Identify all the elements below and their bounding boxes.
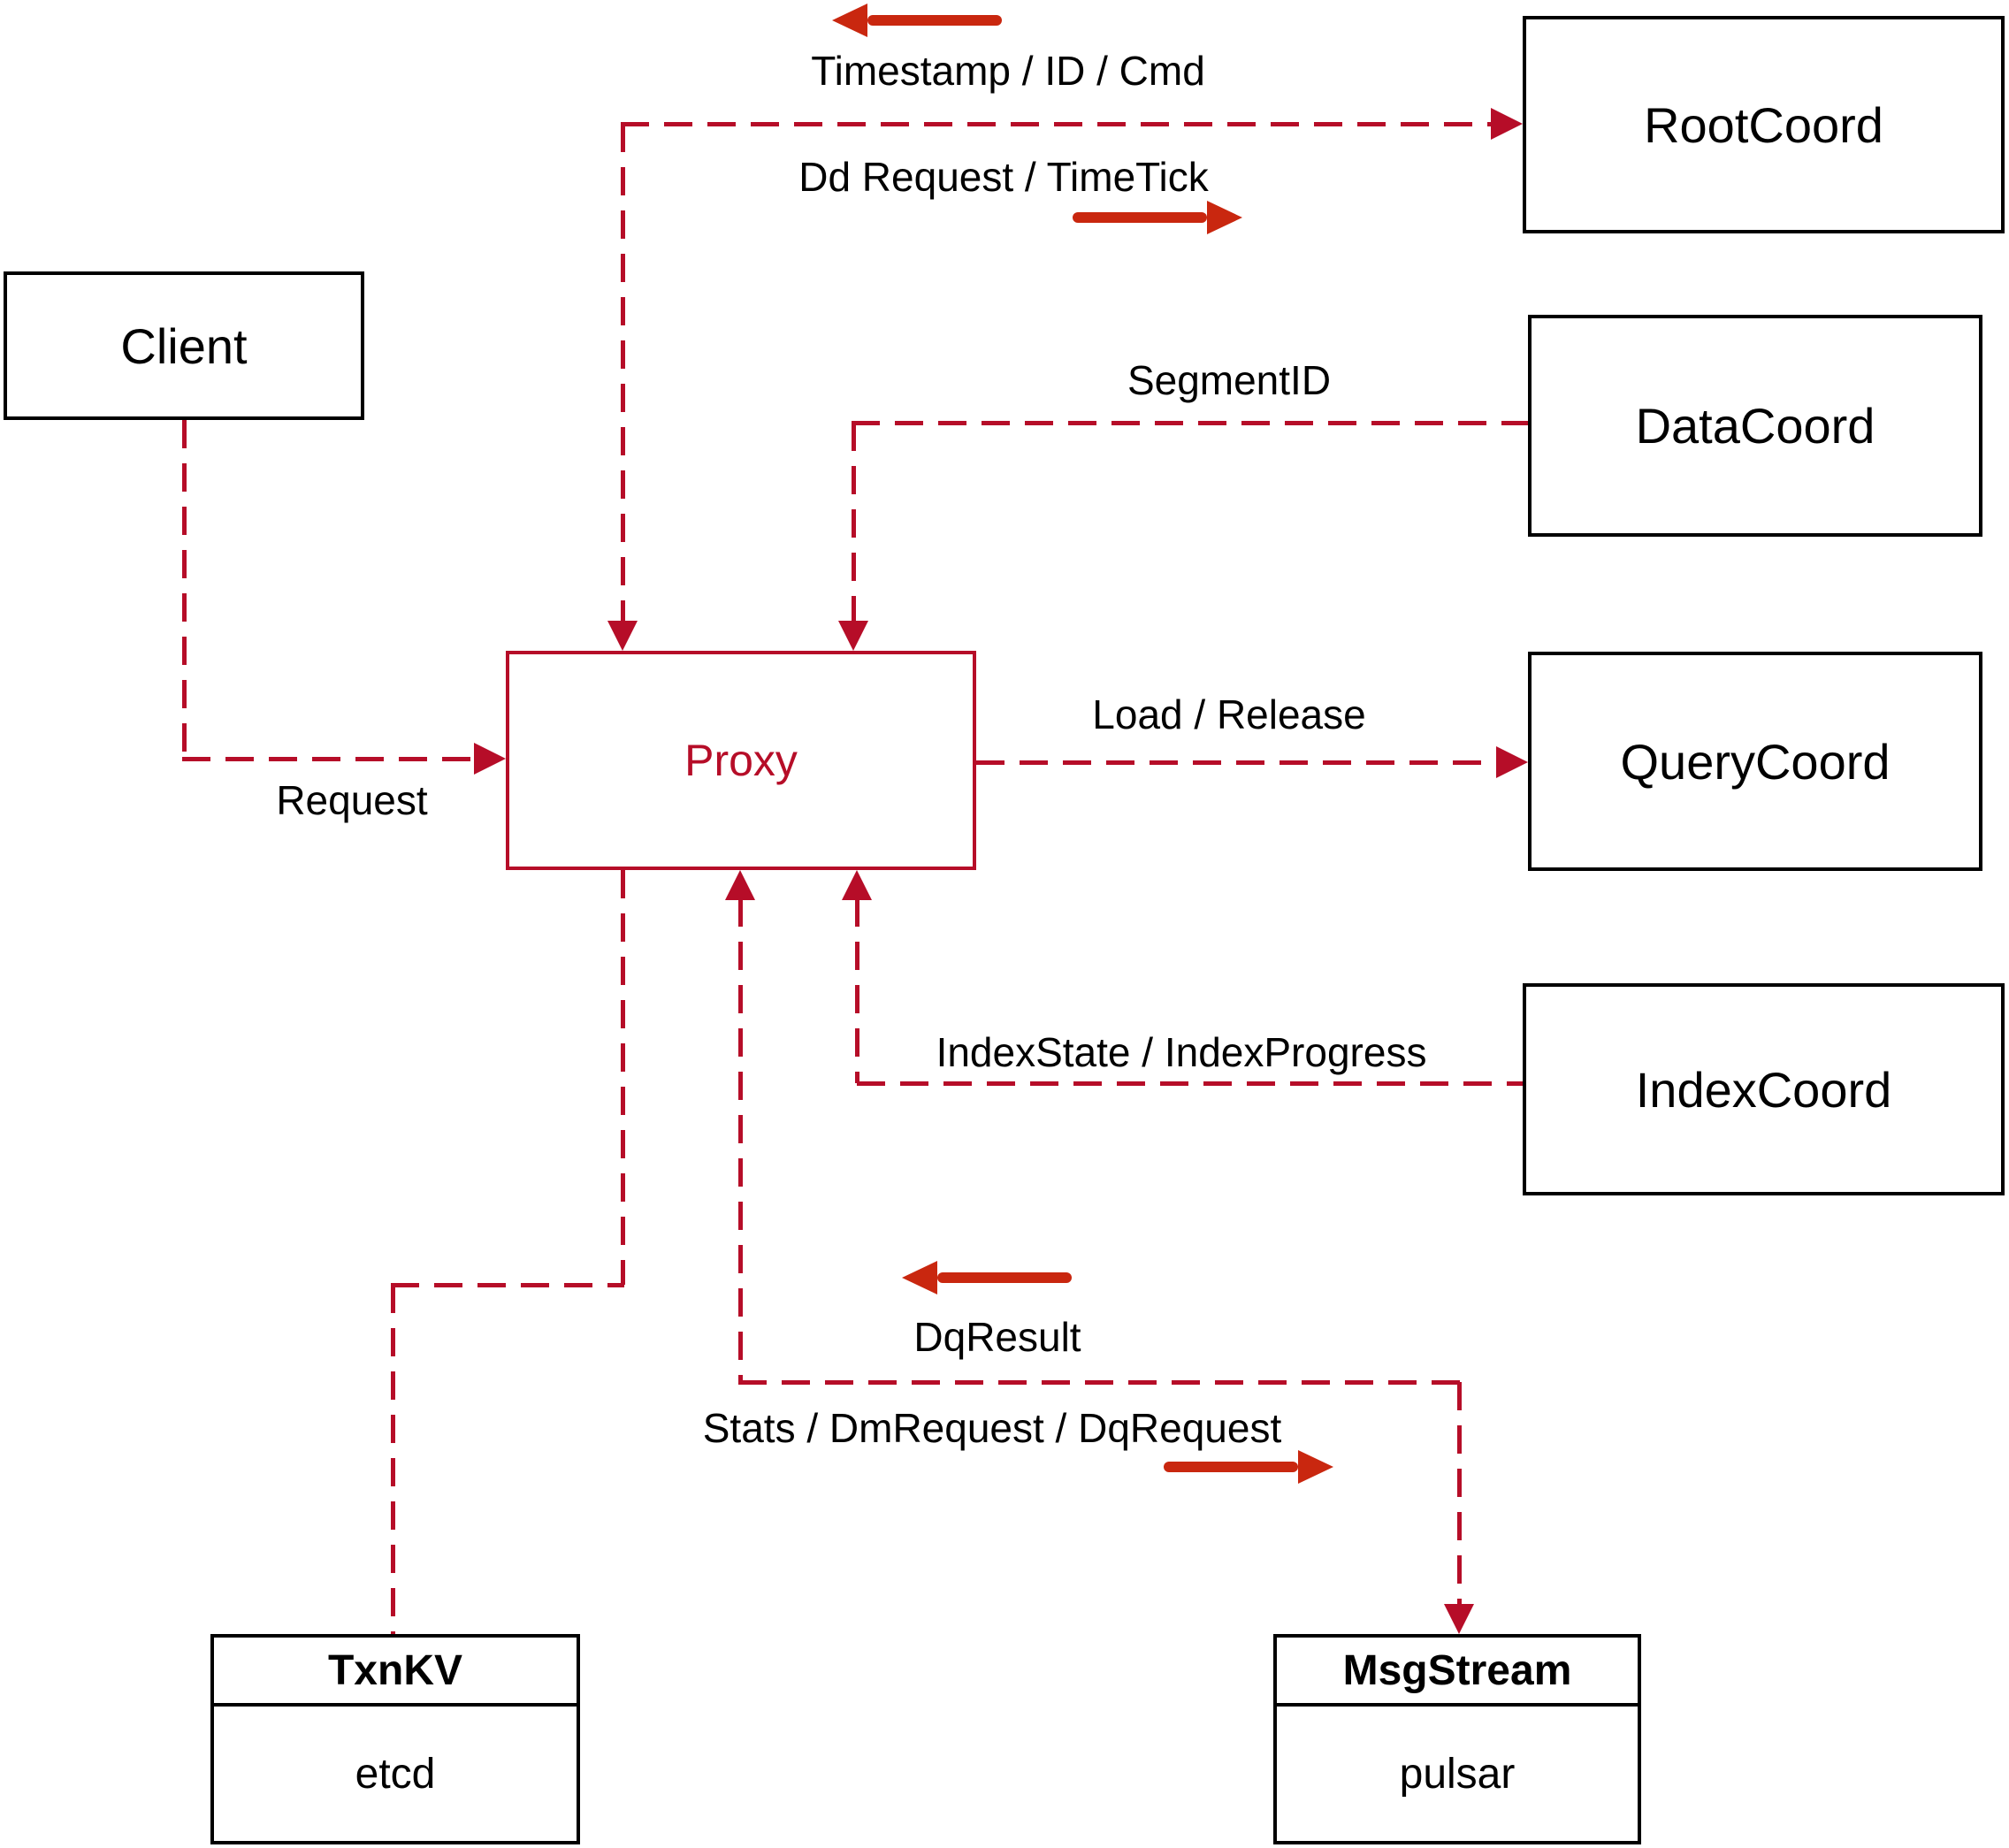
arrow-shaft (1073, 212, 1207, 223)
arrowhead-into-proxy-left-icon (474, 743, 506, 775)
edge-proxy-msgstream-vertical-upper (738, 898, 743, 1384)
right-arrow-icon (1164, 1450, 1333, 1484)
edge-datacoord-proxy-horizontal (852, 421, 1528, 425)
arrow-shaft (1164, 1462, 1298, 1472)
right-arrow-icon (1073, 201, 1242, 234)
edge-proxy-msgstream-vertical-lower (1457, 1382, 1462, 1606)
edge-label-index-state-progress: IndexState / IndexProgress (936, 1029, 1427, 1075)
node-msgstream-body: pulsar (1399, 1750, 1516, 1798)
edge-label-stats-dm-dq-request: Stats / DmRequest / DqRequest (702, 1405, 1282, 1451)
edge-label-timestamp-id-cmd: Timestamp / ID / Cmd (811, 48, 1205, 94)
edge-proxy-txnkv-vertical-lower (391, 1285, 395, 1634)
edge-proxy-msgstream-horizontal (738, 1380, 1461, 1385)
arrowhead-into-proxy-top-left-icon (607, 621, 638, 651)
node-indexcoord: IndexCoord (1523, 983, 2005, 1195)
node-client: Client (4, 271, 364, 420)
node-querycoord-label: QueryCoord (1620, 733, 1891, 790)
node-indexcoord-label: IndexCoord (1635, 1061, 1892, 1118)
arrow-shaft (937, 1272, 1072, 1283)
node-querycoord: QueryCoord (1528, 652, 1982, 871)
node-txnkv-title: TxnKV (214, 1638, 577, 1707)
edge-client-proxy-horizontal (182, 757, 479, 761)
left-arrow-icon (902, 1261, 1072, 1294)
node-msgstream-title: MsgStream (1277, 1638, 1638, 1707)
left-arrowhead-icon (902, 1261, 937, 1294)
edge-proxy-txnkv-horizontal (391, 1283, 624, 1287)
edge-proxy-querycoord-horizontal (976, 760, 1496, 765)
edge-label-request: Request (276, 777, 428, 823)
edge-label-load-release: Load / Release (1092, 691, 1366, 737)
node-client-label: Client (120, 317, 248, 374)
arrowhead-into-proxy-top-right-icon (838, 621, 868, 651)
right-arrowhead-icon (1298, 1450, 1333, 1484)
arrowhead-into-rootcoord-icon (1491, 108, 1523, 140)
arrow-shaft (867, 15, 1002, 26)
arrowhead-into-proxy-bottom-right-icon (842, 870, 872, 900)
edge-client-proxy-vertical (182, 420, 187, 760)
node-proxy: Proxy (506, 651, 976, 870)
node-rootcoord-label: RootCoord (1644, 96, 1883, 153)
edge-proxy-rootcoord-horizontal (621, 122, 1494, 126)
arrowhead-into-msgstream-icon (1444, 1604, 1474, 1634)
edge-label-dd-request-timetick: Dd Request / TimeTick (798, 154, 1209, 200)
node-txnkv: TxnKV etcd (210, 1634, 580, 1844)
node-proxy-label: Proxy (684, 736, 798, 785)
left-arrow-icon (832, 4, 1002, 37)
right-arrowhead-icon (1207, 201, 1242, 234)
edge-proxy-rootcoord-vertical (621, 124, 625, 624)
edge-proxy-txnkv-vertical-upper (621, 870, 625, 1285)
node-datacoord: DataCoord (1528, 315, 1982, 537)
edge-indexcoord-proxy-horizontal (857, 1081, 1523, 1086)
left-arrowhead-icon (832, 4, 867, 37)
node-rootcoord: RootCoord (1523, 16, 2005, 233)
node-txnkv-body: etcd (355, 1750, 436, 1798)
arrowhead-into-querycoord-icon (1496, 746, 1528, 778)
edge-indexcoord-proxy-vertical (855, 898, 859, 1083)
arrowhead-into-proxy-bottom-left-icon (725, 870, 755, 900)
edge-label-segment-id: SegmentID (1127, 357, 1332, 403)
node-datacoord-label: DataCoord (1635, 398, 1875, 454)
edge-label-dq-result: DqResult (913, 1314, 1081, 1360)
node-msgstream: MsgStream pulsar (1273, 1634, 1641, 1844)
edge-datacoord-proxy-vertical (852, 423, 856, 626)
